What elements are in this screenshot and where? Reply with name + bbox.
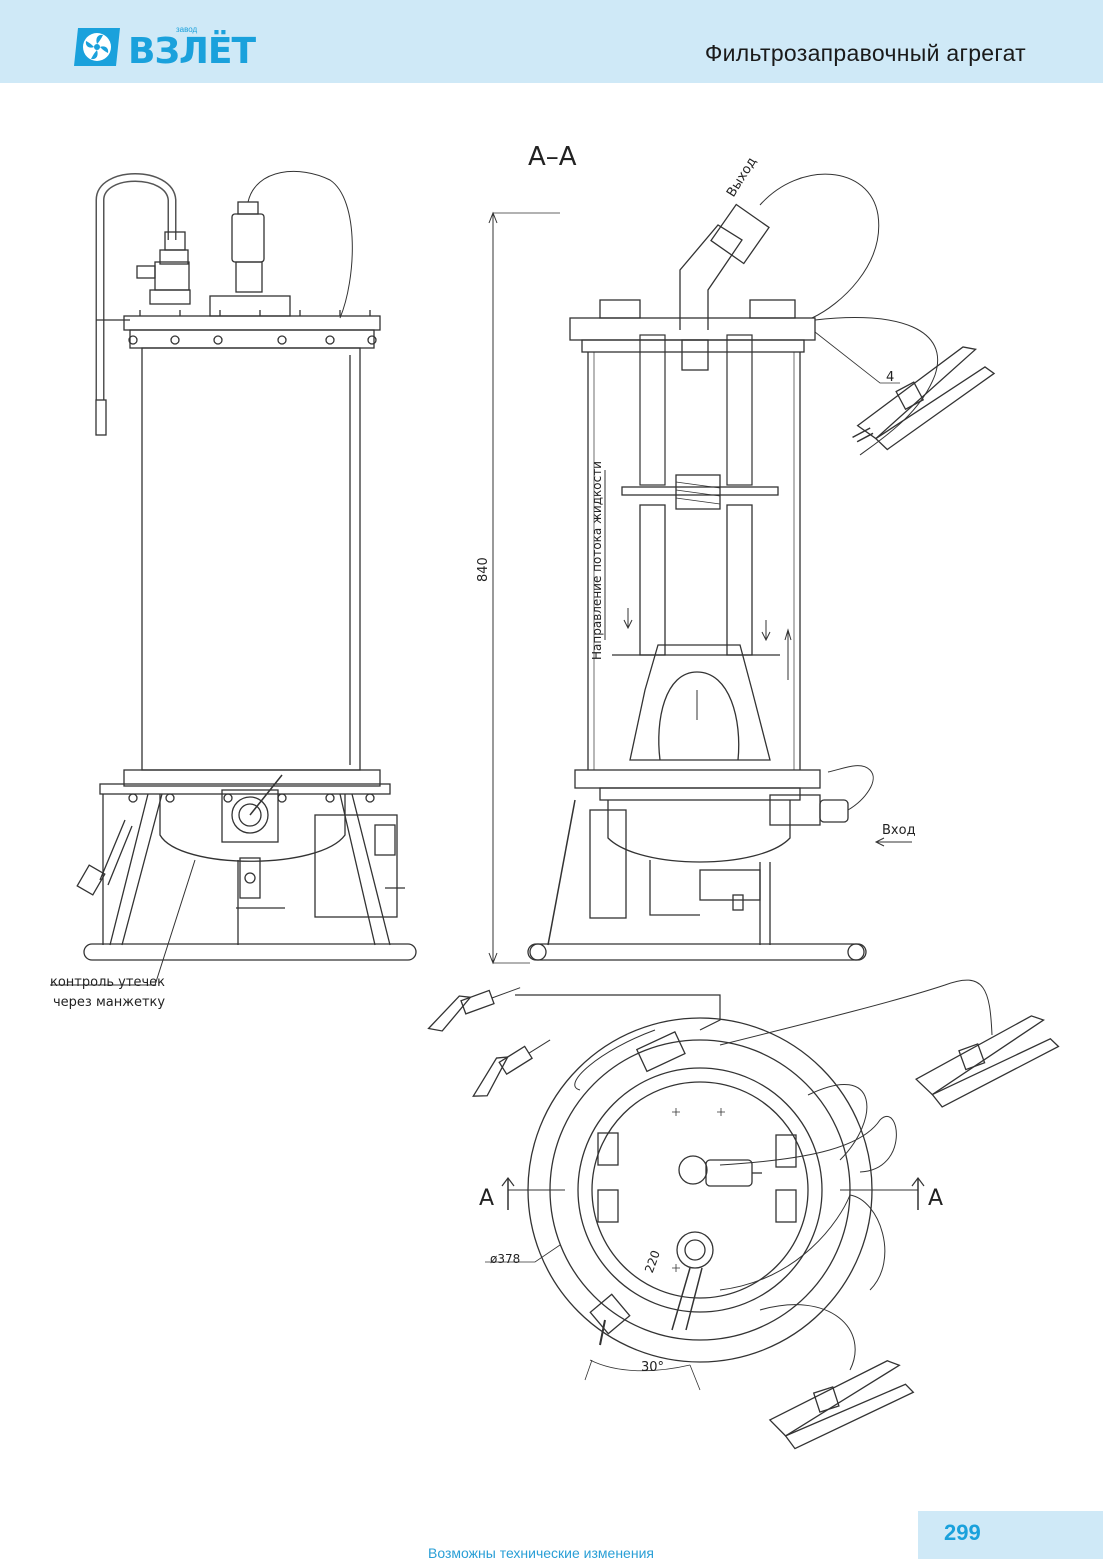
vzlet-logo: завод ВЗЛЁТ [72, 24, 272, 74]
angle-dimension: 30° [641, 1360, 665, 1375]
logo-text: ВЗЛЁТ [128, 31, 256, 72]
page-header: завод ВЗЛЁТ Фильтрозаправочный агрегат [0, 0, 1103, 83]
fan-logo-icon [74, 28, 120, 66]
logo-small-text: завод [176, 25, 198, 34]
inlet-label: Вход [882, 823, 916, 838]
height-dimension: 840 [476, 557, 491, 582]
page-number-box [918, 1511, 1103, 1559]
diameter-dimension: ø378 [490, 1252, 521, 1266]
top-view [427, 979, 1060, 1450]
footer-note: Возможны технические изменения [428, 1545, 654, 1561]
side-view [50, 170, 417, 986]
section-label: А–А [528, 142, 577, 172]
leak-control-label: контроль утечек [50, 975, 165, 990]
page-title: Фильтрозаправочный агрегат [704, 40, 1026, 66]
cut-mark-right: А [928, 1186, 944, 1211]
section-view [488, 173, 996, 965]
leak-control-label-2: через манжетку [53, 995, 166, 1010]
cut-mark-left: А [479, 1186, 495, 1211]
item-callout: 4 [886, 370, 895, 385]
flow-direction-label: Направление потока жидкости [590, 461, 604, 660]
page-number: 299 [944, 1520, 981, 1545]
